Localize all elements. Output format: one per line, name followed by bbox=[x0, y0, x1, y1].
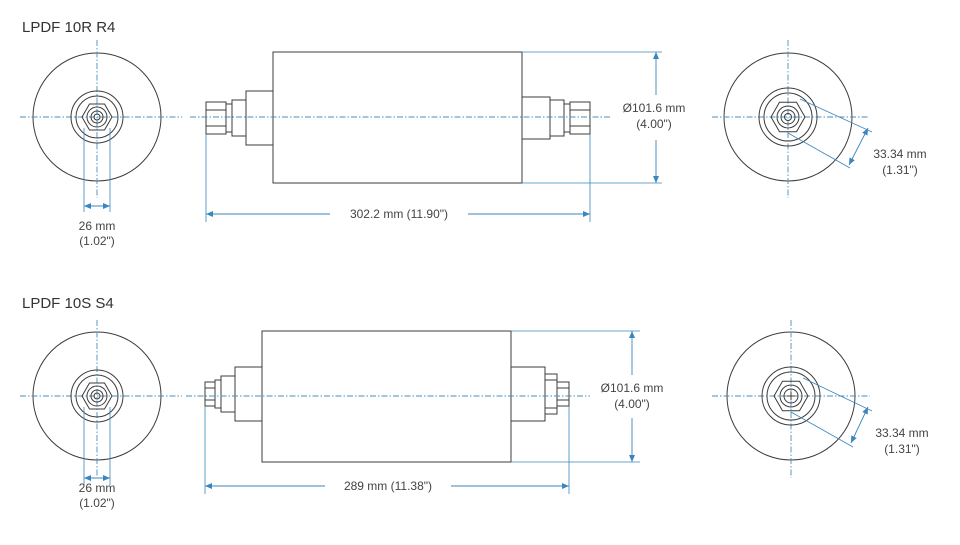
model-2-length-value: 289 mm (11.38") bbox=[344, 479, 432, 493]
model-1-filter-body bbox=[272, 51, 523, 184]
model-2-diameter-value: Ø101.6 mm bbox=[601, 381, 664, 395]
model-1-right-end-view: 33.34 mm (1.31") bbox=[712, 40, 927, 198]
model-2-hex-inch: (1.31") bbox=[884, 442, 920, 456]
model-1-diameter-value: Ø101.6 mm bbox=[623, 101, 686, 115]
model-2-hex-dimension-line bbox=[850, 406, 869, 444]
model-1-hex-value: 33.34 mm bbox=[873, 147, 926, 161]
model-1-right-hex-nut bbox=[770, 101, 806, 133]
model-1-title: LPDF 10R R4 bbox=[22, 19, 115, 36]
model-1-left-hex-nut bbox=[81, 103, 113, 131]
model-1-width-inch: (1.02") bbox=[79, 234, 115, 248]
model-2-hex-value: 33.34 mm bbox=[875, 426, 928, 440]
model-2-left-hex-nut bbox=[81, 382, 113, 410]
model-2-title: LPDF 10S S4 bbox=[22, 295, 114, 312]
model-1-drawing: LPDF 10R R4 26 mm (1.02") bbox=[20, 19, 927, 248]
model-2-right-hex-nut bbox=[773, 380, 809, 412]
model-1-length-value: 302.2 mm (11.90") bbox=[350, 207, 448, 221]
model-2-drawing: LPDF 10S S4 26 mm (1.02") bbox=[20, 295, 929, 510]
model-2-width-inch: (1.02") bbox=[79, 496, 115, 510]
model-2-filter-body bbox=[261, 330, 512, 463]
model-1-left-end-view: 26 mm (1.02") bbox=[20, 40, 182, 248]
model-1-hex-dimension-line bbox=[848, 127, 869, 166]
model-1-hex-inch: (1.31") bbox=[882, 163, 918, 177]
model-1-diameter-inch: (4.00") bbox=[636, 117, 672, 131]
model-1-width-value: 26 mm bbox=[79, 219, 116, 233]
model-1-side-view: 302.2 mm (11.90") Ø101.6 mm (4.00") bbox=[190, 51, 686, 222]
model-2-width-value: 26 mm bbox=[79, 481, 116, 495]
model-2-side-view: 289 mm (11.38") Ø101.6 mm (4.00") bbox=[186, 330, 664, 494]
model-2-right-end-view: 33.34 mm (1.31") bbox=[712, 320, 929, 478]
model-2-left-end-view: 26 mm (1.02") bbox=[20, 320, 182, 510]
model-2-diameter-inch: (4.00") bbox=[614, 397, 650, 411]
